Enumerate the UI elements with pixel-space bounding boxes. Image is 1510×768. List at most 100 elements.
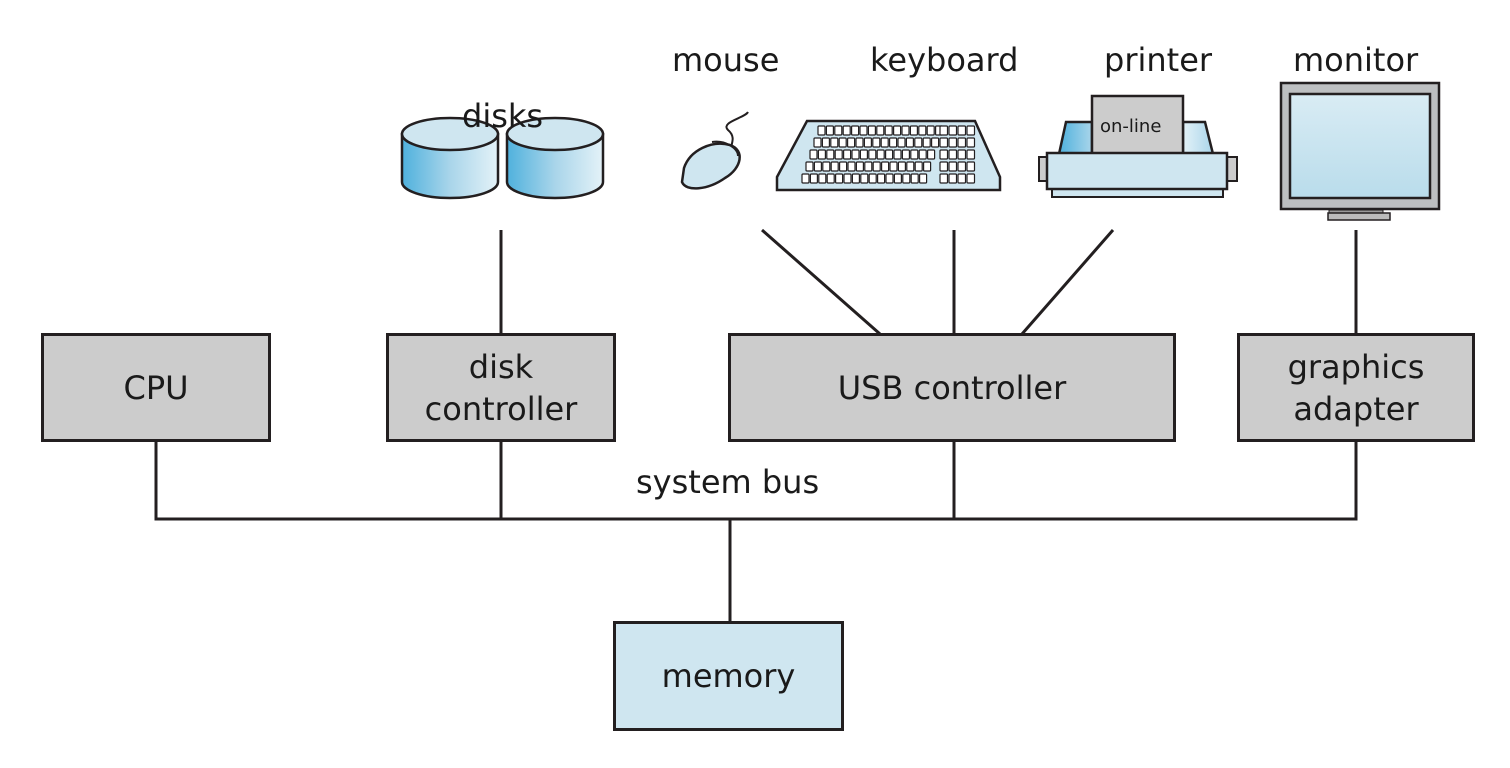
- keyboard-key: [893, 173, 903, 184]
- keyboard-key: [863, 137, 873, 148]
- cpu-label: CPU: [123, 368, 189, 407]
- disks-label: disks: [462, 97, 544, 135]
- keyboard-key: [850, 125, 860, 136]
- keyboard-key: [897, 161, 907, 172]
- keyboard-key: [948, 149, 958, 160]
- keyboard-key: [888, 137, 898, 148]
- keyboard-key: [842, 149, 852, 160]
- keyboard-key: [957, 161, 967, 172]
- keyboard-key: [851, 149, 860, 160]
- keyboard-key: [893, 149, 902, 160]
- keyboard-key: [885, 173, 894, 184]
- keyboard-key: [957, 173, 967, 184]
- system-bus-label: system bus: [636, 463, 820, 501]
- keyboard-key: [818, 173, 827, 184]
- keyboard-key: [867, 125, 877, 136]
- keyboard-key: [889, 161, 898, 172]
- keyboard-key: [902, 173, 911, 184]
- keyboard-key: [914, 161, 923, 172]
- keyboard-key: [910, 173, 919, 184]
- keyboard-key: [860, 173, 869, 184]
- keyboard-key: [905, 137, 915, 148]
- keyboard-key: [855, 137, 864, 148]
- cpu-box: CPU: [41, 333, 271, 442]
- memory-label: memory: [661, 657, 796, 695]
- keyboard-key: [901, 149, 911, 160]
- keyboard-key: [876, 173, 886, 184]
- keyboard-key: [957, 125, 967, 136]
- keyboard-key: [813, 137, 822, 148]
- keyboard-key: [922, 137, 931, 148]
- keyboard-key: [817, 149, 827, 160]
- keyboard-key: [948, 161, 958, 172]
- keyboard-key: [834, 125, 843, 136]
- keyboard-key: [830, 161, 839, 172]
- keyboard-key: [884, 149, 894, 160]
- disk-icon: [400, 116, 500, 200]
- keyboard-key: [926, 125, 935, 136]
- keyboard-key: [918, 149, 927, 160]
- usb-controller-box: USB controller: [728, 333, 1176, 442]
- printer-icon: [1038, 94, 1238, 198]
- keyboard-key: [825, 125, 835, 136]
- mouse-label: mouse: [672, 41, 780, 79]
- graphics-adapter-label-line1: graphics: [1287, 347, 1425, 386]
- keyboard-key: [880, 137, 889, 148]
- keyboard-key: [817, 125, 826, 136]
- keyboard-key: [872, 161, 881, 172]
- keyboard-key: [918, 125, 927, 136]
- monitor-icon: [1279, 81, 1441, 221]
- keyboard-key: [884, 125, 893, 136]
- keyboard-key: [948, 137, 958, 148]
- keyboard-key: [966, 161, 976, 172]
- keyboard-key: [939, 125, 949, 136]
- keyboard-key: [834, 173, 844, 184]
- graphics-adapter-label-line2: adapter: [1293, 389, 1419, 428]
- keyboard-key: [892, 125, 902, 136]
- keyboard-key: [872, 137, 881, 148]
- keyboard-key: [901, 125, 910, 136]
- keyboard-key: [843, 173, 852, 184]
- keyboard-key: [846, 137, 856, 148]
- keyboard-key: [855, 161, 865, 172]
- keyboard-key: [957, 137, 967, 148]
- keyboard-key: [926, 149, 936, 160]
- keyboard-key: [939, 161, 949, 172]
- keyboard-key: [948, 125, 958, 136]
- disk-controller-label-line2: controller: [424, 389, 578, 428]
- keyboard-icon: [775, 119, 1002, 192]
- mouse-to-usb-line: [761, 228, 881, 336]
- keyboard-key: [922, 161, 932, 172]
- keyboard-key: [838, 161, 848, 172]
- keyboard-key: [868, 149, 877, 160]
- keyboard-key: [876, 125, 885, 136]
- keyboard-key: [809, 173, 819, 184]
- keyboard-key: [939, 173, 949, 184]
- keyboard-key: [830, 137, 839, 148]
- keyboard-key: [957, 149, 967, 160]
- keyboard-key: [851, 173, 861, 184]
- keyboard-key: [864, 161, 873, 172]
- keyboard-key: [842, 125, 851, 136]
- keyboard-key: [859, 125, 868, 136]
- keyboard-key: [906, 161, 915, 172]
- keyboard-key: [918, 173, 928, 184]
- keyboard-key: [821, 137, 831, 148]
- disk-icon: [505, 116, 605, 200]
- keyboard-key: [826, 173, 835, 184]
- monitor-label: monitor: [1293, 41, 1419, 79]
- keyboard-key: [880, 161, 890, 172]
- keyboard-key: [876, 149, 885, 160]
- keyboard-key: [910, 149, 919, 160]
- keyboard-key: [930, 137, 940, 148]
- keyboard-key: [909, 125, 919, 136]
- keyboard-key: [813, 161, 823, 172]
- keyboard-key: [868, 173, 877, 184]
- keyboard-key: [805, 161, 814, 172]
- printer-to-usb-line: [1020, 229, 1115, 335]
- usb-controller-label: USB controller: [837, 368, 1067, 407]
- keyboard-key: [801, 173, 810, 184]
- keyboard-key: [834, 149, 843, 160]
- keyboard-key: [966, 173, 976, 184]
